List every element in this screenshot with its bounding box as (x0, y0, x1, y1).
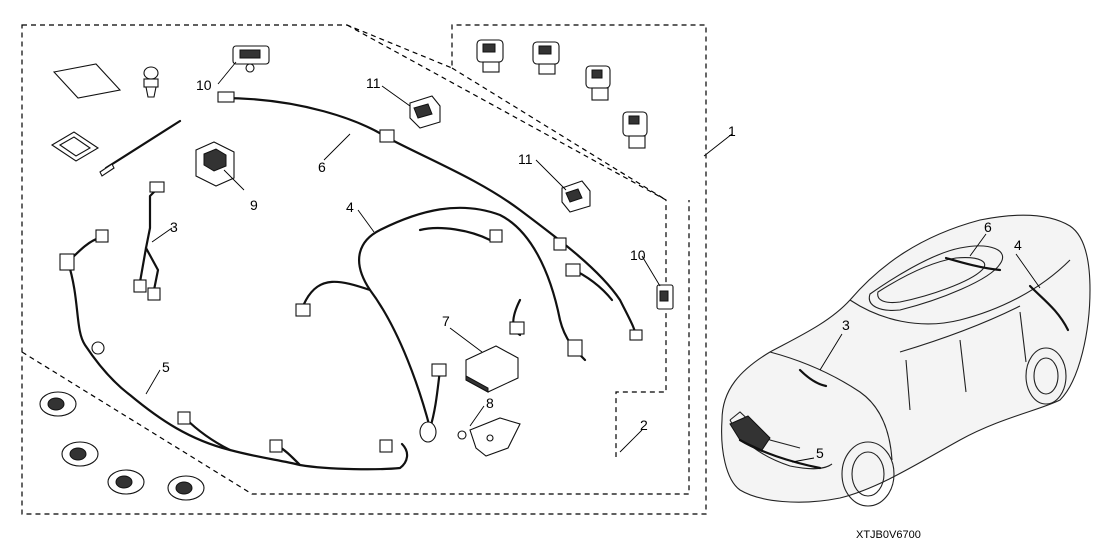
part-7-pad (465, 345, 519, 393)
callout-11-upper: 11 (366, 75, 381, 91)
diagram-code: XTJB0V6700 (856, 529, 921, 541)
clip-11-lower (561, 180, 591, 213)
callout-10-right: 10 (630, 247, 646, 263)
foam-pad (50, 131, 100, 162)
cable-tie (99, 119, 182, 177)
callout-5: 5 (162, 359, 170, 375)
callout-9: 9 (250, 197, 258, 213)
front-sensor-group (39, 391, 205, 501)
callout-car-3: 3 (842, 317, 850, 333)
callout-car-6: 6 (984, 219, 992, 235)
clip-11-upper (409, 95, 441, 129)
adhesive-pad (52, 63, 122, 99)
callout-2: 2 (640, 417, 648, 433)
callout-3: 3 (170, 219, 178, 235)
harness-3 (133, 181, 165, 301)
part-8-bracket (457, 417, 521, 457)
callout-4: 4 (346, 199, 354, 215)
callout-car-5: 5 (816, 445, 824, 461)
roof-group-boundary (346, 24, 667, 457)
harness-4 (295, 206, 587, 443)
clip-10-top (232, 45, 270, 73)
callout-8: 8 (486, 395, 494, 411)
callout-7: 7 (442, 313, 450, 329)
sensor-housing-group (476, 39, 648, 149)
callout-10-top: 10 (196, 77, 212, 93)
harness-6 (217, 91, 643, 341)
leader-lines (145, 61, 733, 453)
push-clip (143, 66, 159, 98)
harness-5 (59, 229, 409, 471)
kit-boundary (21, 24, 707, 515)
callout-6: 6 (318, 159, 326, 175)
callout-car-4: 4 (1014, 237, 1022, 253)
vehicle-illustration (721, 214, 1091, 507)
clip-10-right (656, 284, 674, 310)
front-kit-boundary (21, 200, 690, 495)
relay-block (195, 141, 235, 187)
callout-11-lower: 11 (518, 151, 533, 167)
callout-1: 1 (728, 123, 736, 139)
